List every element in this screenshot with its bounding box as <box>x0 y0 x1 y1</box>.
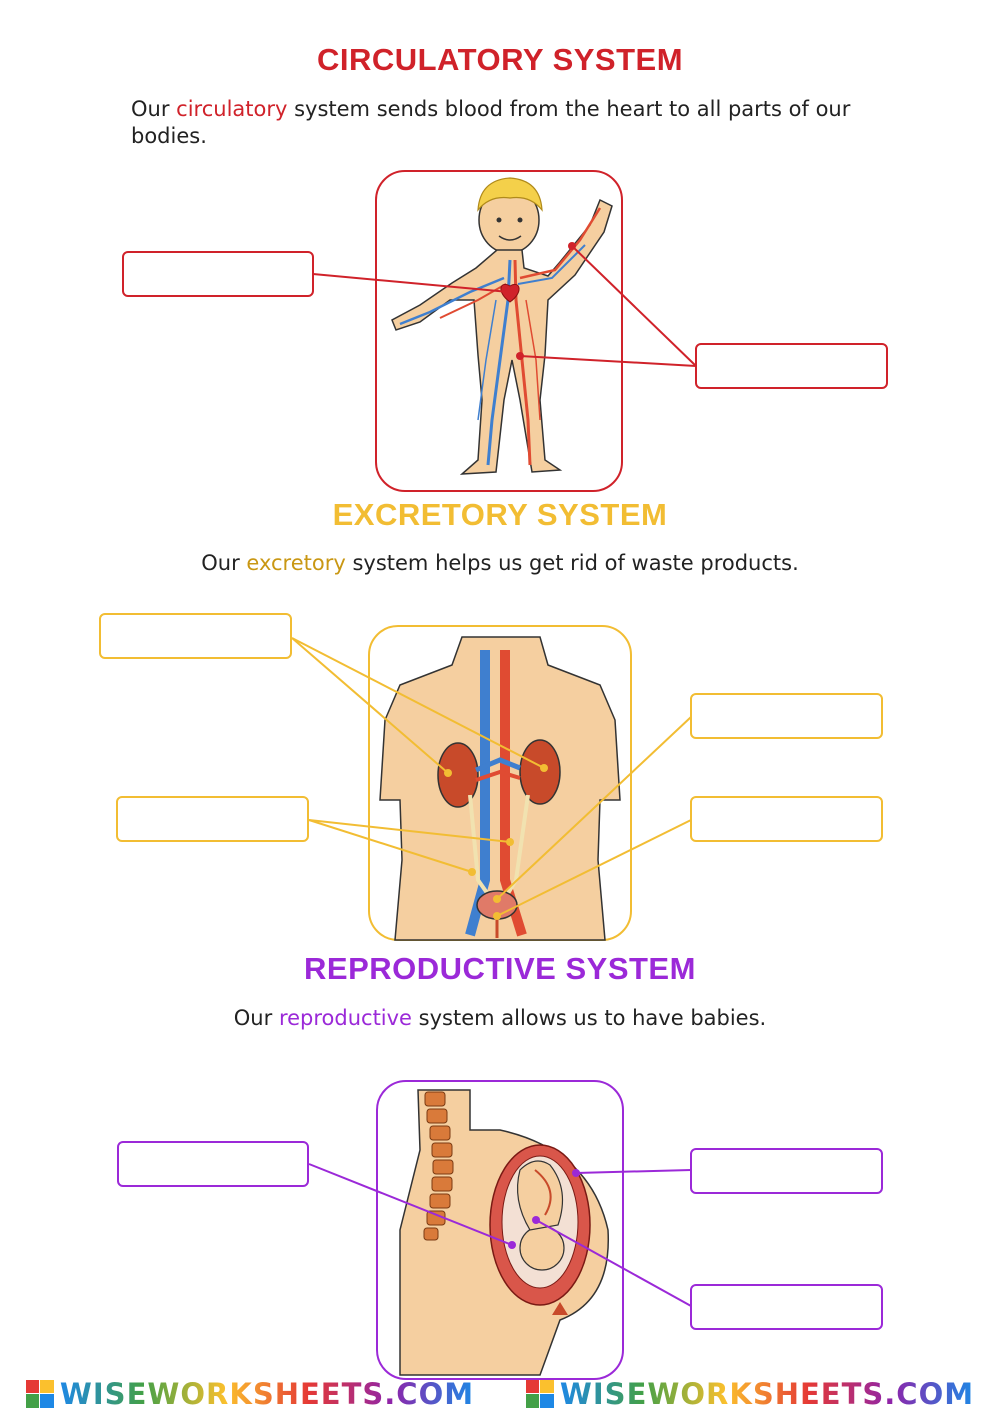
watermark-1: WISEWORKSHEETS.COM <box>25 1376 475 1411</box>
reproductive-highlight: reproductive <box>278 1006 412 1030</box>
reproductive-answer-box-3[interactable] <box>690 1284 883 1330</box>
watermark-2: WISEWORKSHEETS.COM <box>525 1376 975 1411</box>
excretory-answer-box-4[interactable] <box>690 796 883 842</box>
watermark-text: WISEWORKSHEETS.COM <box>59 1376 475 1411</box>
circulatory-intro: Our circulatory system sends blood from … <box>131 97 851 148</box>
spine-icon <box>423 1091 454 1241</box>
wiseworksheets-logo-icon <box>25 1379 54 1408</box>
pregnant-body-icon <box>399 1089 610 1376</box>
circulatory-answer-box-2[interactable] <box>695 343 888 389</box>
right-kidney-icon <box>519 739 561 805</box>
excretory-highlight: excretory <box>246 551 346 575</box>
torso-kidneys-icon <box>379 636 621 941</box>
footer-watermark: WISEWORKSHEETS.COM WISEWORKSHEETS.COM <box>0 1374 1000 1413</box>
reproductive-intro: Our reproductive system allows us to hav… <box>233 1006 767 1030</box>
circulatory-title: CIRCULATORY SYSTEM <box>316 42 684 77</box>
excretory-answer-box-1[interactable] <box>99 613 292 659</box>
reproductive-title: REPRODUCTIVE SYSTEM <box>304 951 696 986</box>
excretory-title: EXCRETORY SYSTEM <box>332 497 668 532</box>
reproductive-answer-box-1[interactable] <box>117 1141 309 1187</box>
child-body-icon <box>391 177 613 475</box>
watermark-text: WISEWORKSHEETS.COM <box>559 1376 975 1411</box>
circulatory-highlight: circulatory <box>176 97 288 121</box>
reproductive-answer-box-2[interactable] <box>690 1148 883 1194</box>
excretory-answer-box-2[interactable] <box>116 796 309 842</box>
excretory-intro: Our excretory system helps us get rid of… <box>201 551 799 575</box>
excretory-answer-box-3[interactable] <box>690 693 883 739</box>
wiseworksheets-logo-icon <box>525 1379 554 1408</box>
left-kidney-icon <box>437 742 479 808</box>
circulatory-answer-box-1[interactable] <box>122 251 314 297</box>
